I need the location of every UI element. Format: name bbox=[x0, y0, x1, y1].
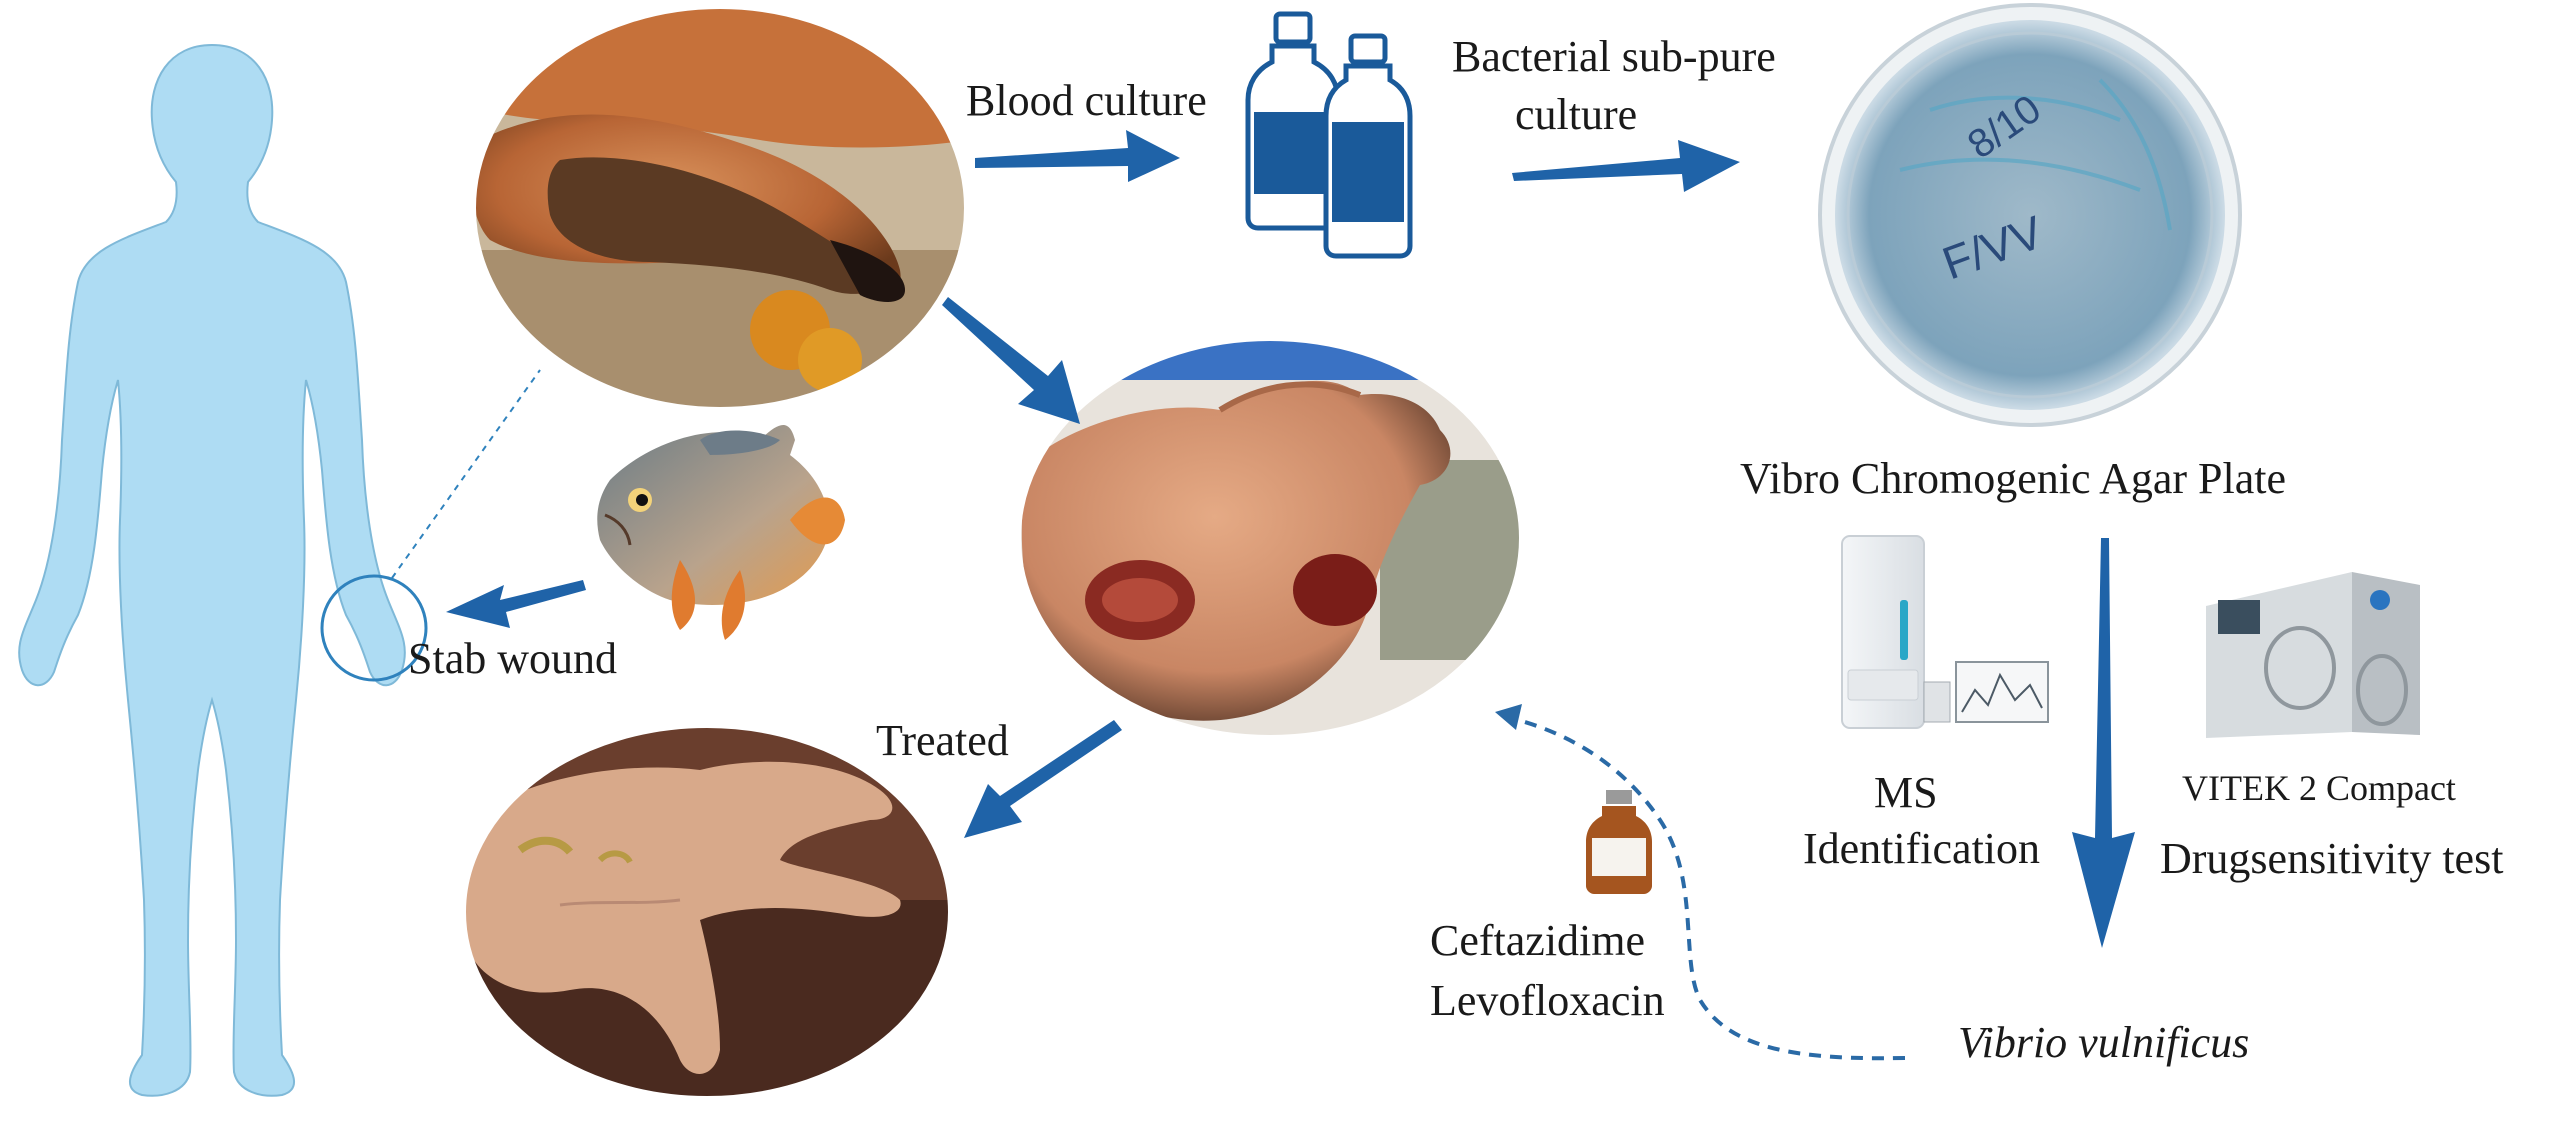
drug-sensitivity-label: Drugsensitivity test bbox=[2160, 834, 2504, 883]
wound-highlight-circle bbox=[320, 574, 428, 682]
stab-wound-label: Stab wound bbox=[408, 634, 617, 683]
culture-bottles-icon bbox=[1245, 11, 1413, 259]
treated-hand-photo bbox=[464, 726, 950, 1098]
flow-arrows bbox=[446, 130, 2135, 948]
ms-label-line2: Identification bbox=[1803, 824, 2041, 873]
treated-label: Treated bbox=[876, 716, 1009, 765]
arrow-down-to-organism bbox=[2072, 538, 2135, 948]
blood-culture-label: Blood culture bbox=[966, 76, 1207, 125]
arrow-to-treated bbox=[964, 720, 1122, 838]
vitek-label: VITEK 2 Compact bbox=[2182, 768, 2456, 808]
infected-hand-photo bbox=[1019, 339, 1521, 737]
finger-wound-photo bbox=[474, 7, 966, 409]
drug-vial-icon bbox=[1586, 790, 1652, 894]
drug-name-1: Ceftazidime bbox=[1430, 916, 1646, 965]
feedback-arrowhead bbox=[1495, 704, 1522, 730]
ms-label-line1: MS bbox=[1874, 768, 1938, 817]
agar-plate-icon: 8/10 F/VV bbox=[1818, 3, 2242, 427]
arrow-to-plate bbox=[1512, 140, 1740, 192]
bacterial-culture-label-line2: culture bbox=[1515, 90, 1638, 139]
fish-icon bbox=[597, 425, 845, 640]
organism-label: Vibrio vulnificus bbox=[1958, 1018, 2250, 1067]
human-silhouette-icon bbox=[18, 43, 541, 1097]
ms-instrument-icon bbox=[1841, 535, 2049, 729]
bacterial-culture-label-line1: Bacterial sub-pure bbox=[1452, 32, 1776, 81]
arrow-to-hand bbox=[942, 297, 1080, 424]
arrow-fish-to-body bbox=[446, 580, 586, 628]
drug-name-2: Levofloxacin bbox=[1430, 976, 1665, 1025]
vitek-instrument-icon bbox=[2206, 572, 2420, 738]
agar-plate-label: Vibro Chromogenic Agar Plate bbox=[1740, 454, 2287, 503]
arrow-to-bottles bbox=[975, 130, 1180, 182]
